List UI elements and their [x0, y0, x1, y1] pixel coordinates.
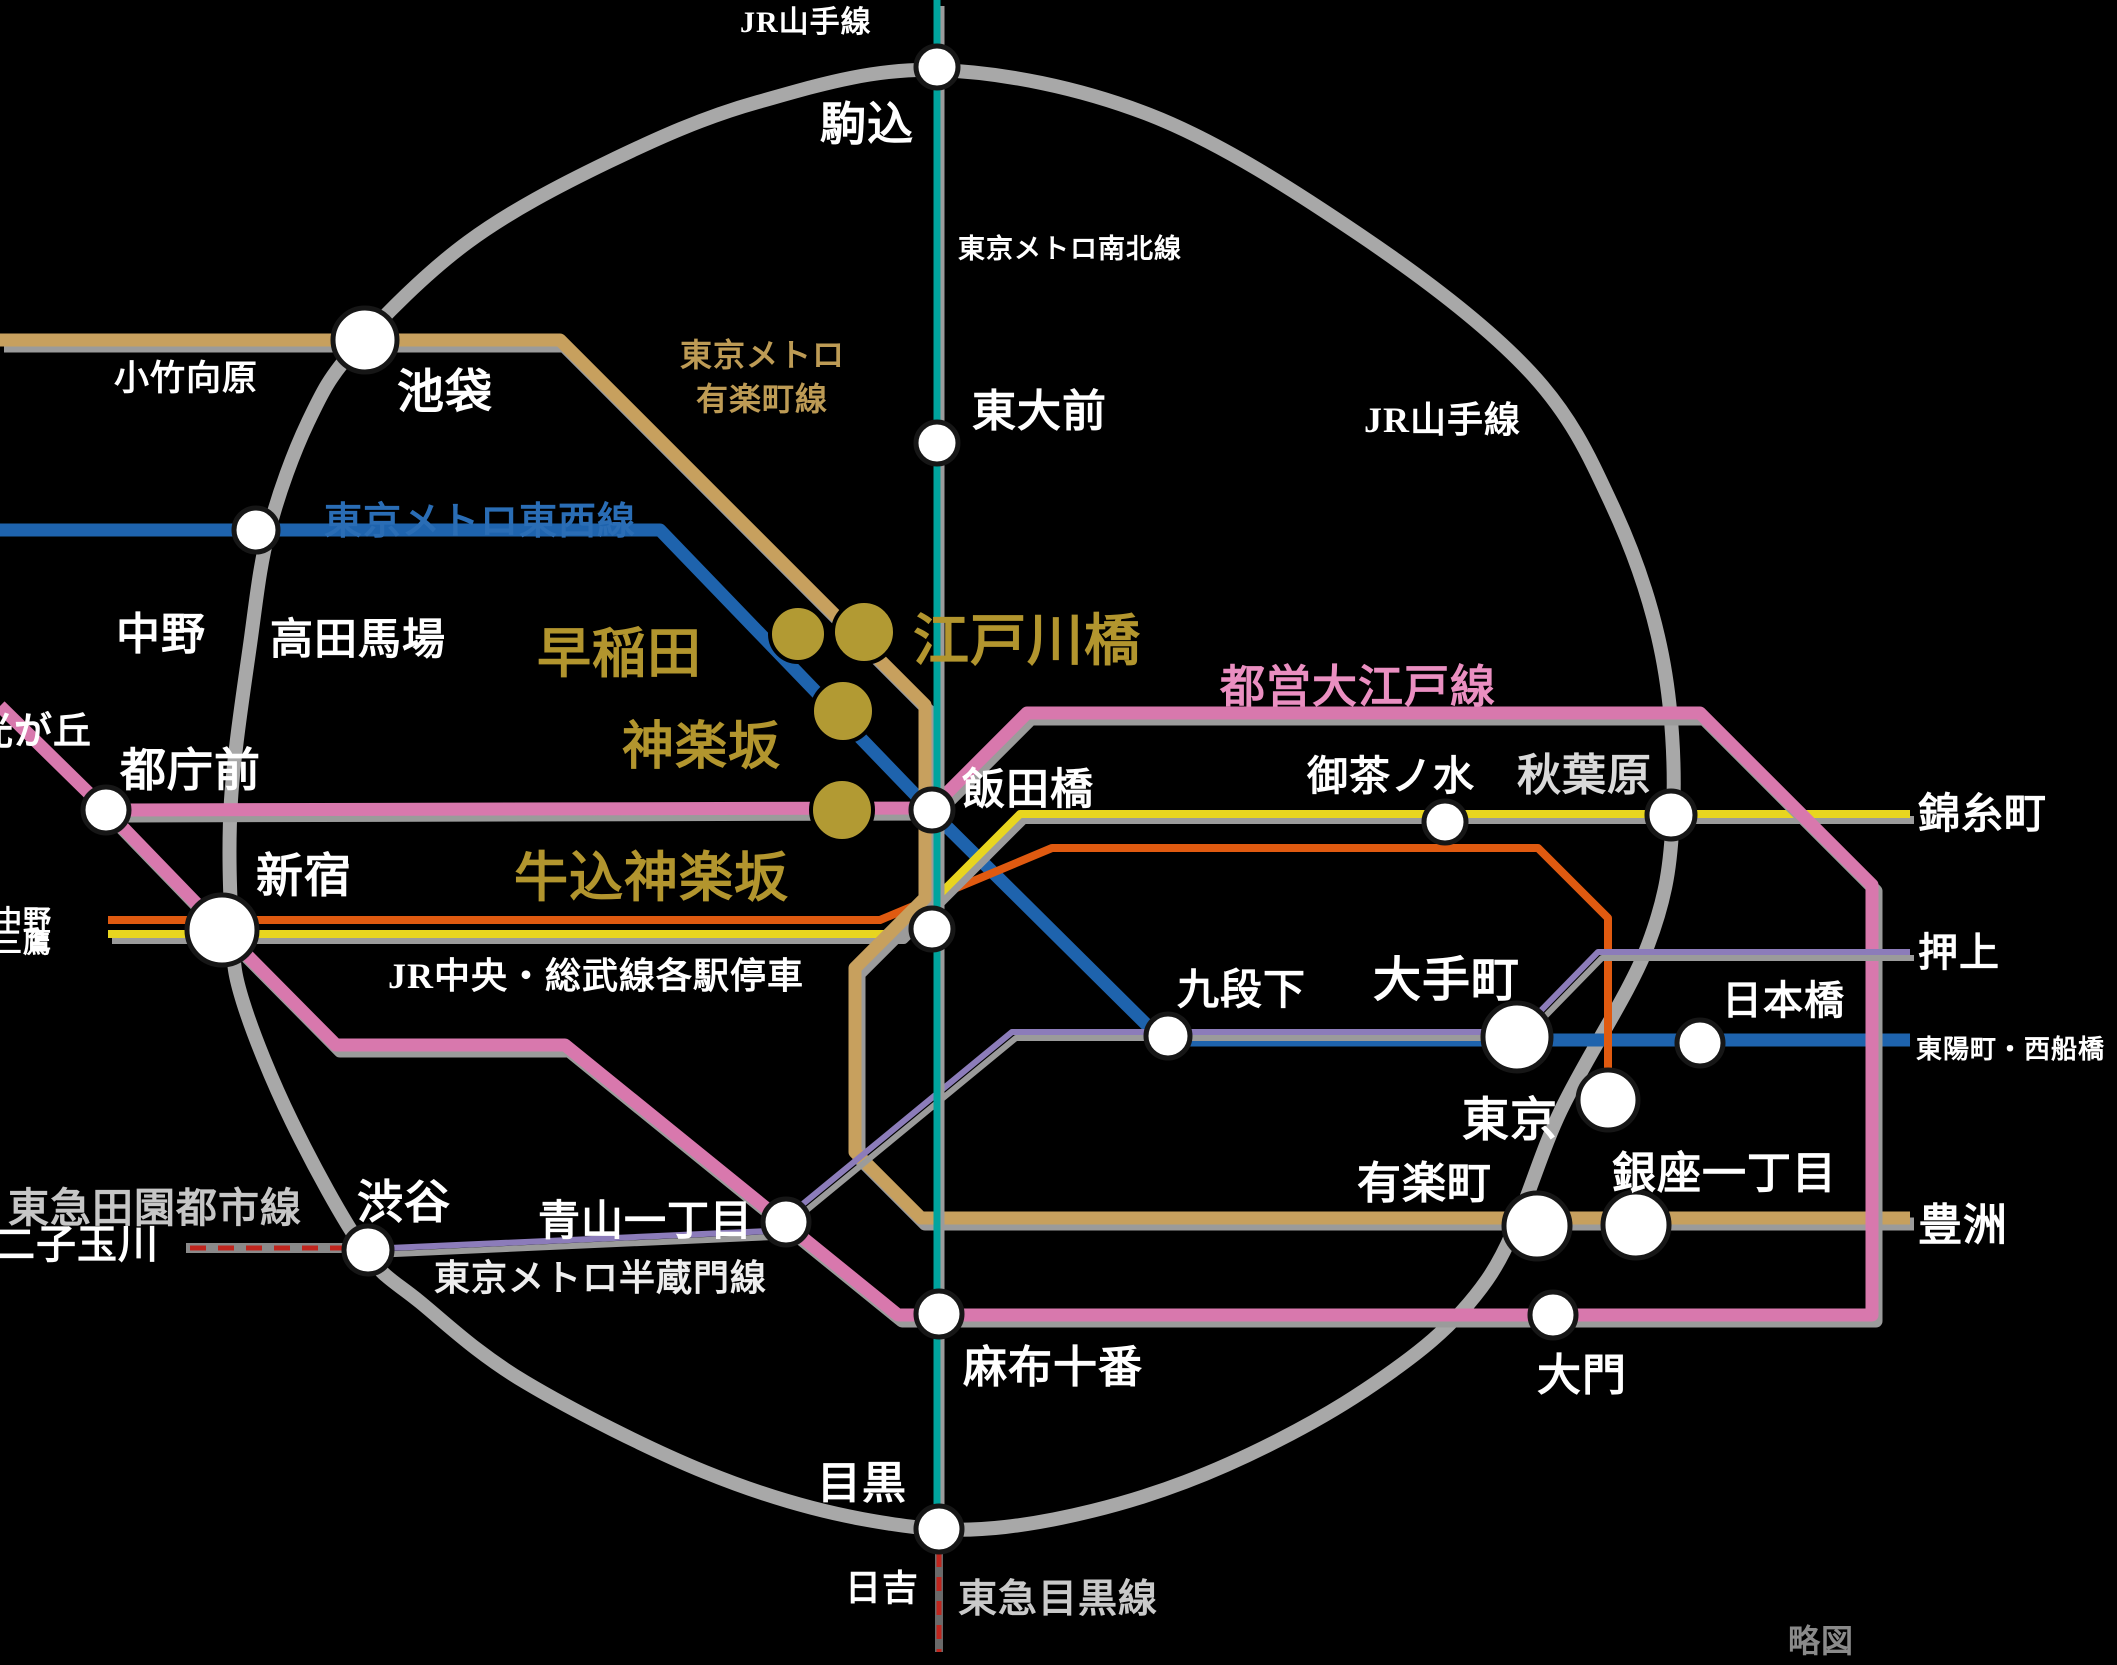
- line-label-oedo: 都営大江戸線: [1219, 662, 1496, 712]
- station-yurakucho: [1501, 1190, 1573, 1262]
- edge-label-nakano-west: 中野: [0, 905, 52, 937]
- line-hanzomon: [367, 949, 1910, 1252]
- line-sobu-shadow: [112, 816, 1914, 944]
- station-shinjuku: [184, 892, 260, 968]
- edge-label-oshiage: 押上: [1918, 930, 2000, 975]
- station-takadanobaba: [231, 505, 281, 555]
- station-label-iidabashi: 飯田橋: [962, 766, 1094, 814]
- line-label-yamanote: JR山手線: [1364, 400, 1521, 440]
- station-label-daimon: 大門: [1537, 1351, 1627, 1400]
- station-nihombashi: [1674, 1017, 1726, 1069]
- station-shibuya: [341, 1223, 395, 1277]
- station-label-todaimae: 東大前: [972, 387, 1107, 436]
- station-ichigaya: [908, 905, 956, 953]
- edge-label-kinshicho: 錦糸町: [1918, 791, 2047, 838]
- station-label-edogawabashi: 江戸川橋: [913, 611, 1141, 673]
- edge-label-nishi-funabashi: 東陽町・西船橋: [1916, 1034, 2105, 1064]
- station-label-otemachi: 大手町: [1373, 954, 1520, 1007]
- station-daimon: [1527, 1289, 1579, 1341]
- station-ginza-itchome: [1600, 1189, 1672, 1261]
- station-label-kagurazaka: 神楽坂: [622, 718, 781, 776]
- station-komagome: [913, 43, 961, 91]
- station-iidabashi: [908, 786, 956, 834]
- edge-label-hiyoshi: 日吉: [845, 1568, 919, 1608]
- line-yamanote: [222, 62, 1681, 1537]
- station-meguro: [913, 1503, 965, 1555]
- line-label-chuo-sobu: JR中央・総武線各駅停車: [388, 956, 804, 996]
- edge-label-kotake-mukaihara: 小竹向原: [114, 359, 258, 398]
- station-label-komagome: 駒込: [820, 99, 914, 150]
- line-label-namboku: 東京メトロ南北線: [958, 233, 1182, 264]
- station-label-akihabara: 秋葉原: [1517, 751, 1652, 800]
- station-kudanshita: [1143, 1011, 1193, 1061]
- station-label-waseda: 早稲田: [537, 624, 702, 684]
- station-waseda: [768, 604, 828, 664]
- line-oedo-loop: [99, 706, 1879, 1322]
- line-label-yurakucho-1: 東京メトロ: [680, 337, 845, 373]
- station-kagurazaka: [810, 678, 876, 744]
- station-label-yurakucho: 有楽町: [1357, 1159, 1492, 1208]
- station-label-meguro: 目黒: [817, 1459, 907, 1508]
- station-label-nihombashi: 日本橋: [1722, 978, 1845, 1023]
- station-otemachi: [1480, 1000, 1554, 1074]
- station-label-ushigome-kagurazaka: 牛込神楽坂: [514, 848, 789, 908]
- line-label-denentoshi: 東急田園都市線: [8, 1185, 302, 1231]
- station-ushigome-kagurazaka: [809, 777, 875, 843]
- station-tochomae: [80, 784, 132, 836]
- line-yurakucho: [0, 333, 1910, 1225]
- line-hanzomon-shadow: [371, 955, 1914, 1258]
- line-label-tozai: 東京メトロ東西線: [324, 501, 636, 543]
- station-label-tokyo: 東京: [1462, 1095, 1558, 1147]
- line-label-yamanote-top: JR山手線: [740, 5, 872, 39]
- station-label-futako-tamagawa: 二子玉川: [0, 1222, 159, 1267]
- station-label-kudanshita: 九段下: [1177, 967, 1306, 1014]
- station-label-takadanobaba: 高田馬場: [270, 616, 446, 664]
- line-label-yurakucho-2: 有楽町線: [696, 381, 828, 417]
- station-todaimae: [913, 419, 961, 467]
- line-chuo: [108, 844, 1612, 1072]
- note-bottom-right: 略図: [1788, 1623, 1854, 1659]
- station-edogawabashi: [831, 599, 897, 665]
- station-label-ginza-itchome: 銀座一丁目: [1612, 1149, 1837, 1198]
- edge-label-mitaka-west: 三鷹: [0, 927, 52, 959]
- edge-label-toyosu: 豊洲: [1918, 1201, 2008, 1250]
- station-akihabara: [1644, 788, 1698, 842]
- station-azabu-juban: [913, 1288, 965, 1340]
- station-tokyo: [1575, 1067, 1641, 1133]
- station-aoyama-itchome: [760, 1196, 812, 1248]
- line-label-hanzomon: 東京メトロ半蔵門線: [434, 1257, 767, 1298]
- station-ochanomizu: [1421, 798, 1469, 846]
- station-label-tochomae: 都庁前: [119, 745, 261, 796]
- edge-label-hikarigaoka: 光が丘: [0, 711, 92, 753]
- station-label-ikebukuro: 池袋: [397, 367, 493, 419]
- station-label-shinjuku: 新宿: [256, 851, 352, 903]
- station-label-nakano: 中野: [116, 610, 206, 659]
- station-label-shibuya: 渋谷: [357, 1177, 451, 1228]
- station-label-ochanomizu: 御茶ノ水: [1306, 753, 1475, 799]
- station-ikebukuro: [330, 305, 400, 375]
- station-label-aoyama-itchome: 青山一丁目: [538, 1198, 753, 1245]
- station-label-azabu-juban: 麻布十番: [963, 1343, 1143, 1392]
- line-label-meguro-line: 東急目黒線: [958, 1578, 1158, 1621]
